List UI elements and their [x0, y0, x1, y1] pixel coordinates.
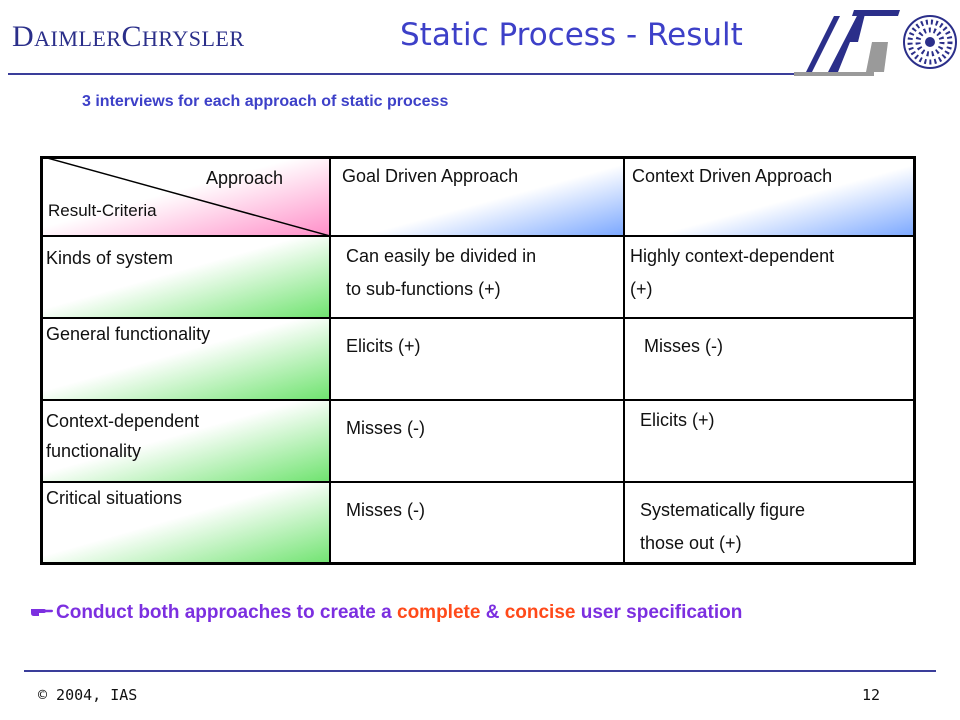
- ias-logo-top-bar: [852, 10, 900, 16]
- conclusion-emphasis-concise: concise: [504, 602, 576, 623]
- logo-text-aimler: AIMLER: [34, 26, 122, 51]
- cell-critical-context: Systematically figure those out (+): [624, 482, 916, 565]
- table-divider-vertical: [329, 156, 331, 565]
- ias-logo-dots-middle: [915, 27, 945, 57]
- cell-text-line: Systematically figure: [640, 500, 806, 520]
- row-label-critical-situations: Critical situations: [40, 482, 330, 565]
- page-title: Static Process - Result: [400, 17, 743, 53]
- ias-logo: [794, 10, 957, 76]
- cell-kinds-goal: Can easily be divided in to sub-function…: [330, 236, 624, 318]
- ias-logo-dots-center: [925, 37, 935, 47]
- table-outer-border: [40, 156, 916, 565]
- cell-kinds-context: Highly context-dependent (+): [624, 236, 916, 318]
- cell-context-dependent-context: Elicits (+): [624, 400, 916, 482]
- column-header-context-label: Context Driven Approach: [632, 166, 833, 186]
- header-divider: [8, 73, 828, 75]
- table-divider-horizontal: [40, 317, 916, 319]
- column-header-context: Context Driven Approach: [624, 156, 916, 236]
- table-divider-vertical: [623, 156, 625, 565]
- conclusion-part-before: Conduct both approaches to create a: [56, 602, 397, 623]
- conclusion-part-after: user specification: [575, 602, 743, 623]
- ias-logo-stroke-a: [828, 10, 866, 72]
- daimlerchrysler-logo: DAIMLERCHRYSLER: [12, 22, 245, 52]
- corner-criteria-label: Result-Criteria: [48, 201, 157, 220]
- cell-context-dependent-goal: Misses (-): [330, 400, 624, 482]
- ias-logo-stroke-i: [806, 16, 840, 72]
- ias-logo-leg-gray: [866, 42, 888, 72]
- row-label-text: Critical situations: [46, 488, 183, 508]
- cell-text-line: (+): [630, 279, 653, 299]
- cell-text-line: Misses (-): [346, 500, 425, 520]
- logo-letter-d: D: [12, 20, 35, 53]
- cell-text-line: Elicits (+): [640, 410, 715, 430]
- cell-text-line: Misses (-): [644, 336, 723, 356]
- row-label-text: General functionality: [46, 324, 211, 344]
- ias-logo-base-gray: [794, 72, 874, 76]
- column-header-goal-label: Goal Driven Approach: [342, 166, 519, 186]
- footer-page-number: 12: [862, 686, 881, 704]
- conclusion-text: Conduct both approaches to create a comp…: [30, 602, 742, 624]
- corner-diagonal-line: [40, 156, 330, 236]
- row-label-kinds-of-system: Kinds of system: [40, 236, 330, 318]
- cell-text-line: to sub-functions (+): [346, 279, 501, 299]
- row-label-text: functionality: [46, 441, 142, 461]
- logo-text-hrysler: HRYSLER: [142, 26, 245, 51]
- conclusion-part-mid: &: [480, 602, 505, 623]
- row-label-text: Context-dependent: [46, 411, 200, 431]
- table-divider-horizontal: [40, 481, 916, 483]
- footer-copyright: © 2004, IAS: [38, 686, 138, 704]
- logo-letter-c: C: [121, 20, 143, 53]
- cell-text-line: Can easily be divided in: [346, 246, 537, 266]
- cell-text-line: Highly context-dependent: [630, 246, 835, 266]
- cell-text-line: Misses (-): [346, 418, 425, 438]
- corner-approach-label: Approach: [206, 168, 284, 188]
- subtitle: 3 interviews for each approach of static…: [82, 93, 449, 110]
- pointing-hand-icon: [31, 609, 53, 616]
- row-label-context-dependent-functionality: Context-dependent functionality: [40, 400, 330, 482]
- cell-general-context: Misses (-): [624, 318, 916, 400]
- cell-general-goal: Elicits (+): [330, 318, 624, 400]
- cell-text-line: those out (+): [640, 533, 742, 553]
- table-divider-horizontal: [40, 235, 916, 237]
- table-divider-horizontal: [40, 399, 916, 401]
- result-table: Approach Result-Criteria Goal Driven App…: [40, 156, 916, 565]
- column-header-goal: Goal Driven Approach: [330, 156, 624, 236]
- ias-logo-dots-outer: [907, 19, 953, 65]
- conclusion-emphasis-complete: complete: [397, 602, 481, 623]
- corner-header-cell: Approach Result-Criteria: [40, 156, 330, 236]
- footer-divider: [24, 670, 936, 672]
- row-label-text: Kinds of system: [46, 248, 174, 268]
- row-label-general-functionality: General functionality: [40, 318, 330, 400]
- cell-text-line: Elicits (+): [346, 336, 421, 356]
- cell-critical-goal: Misses (-): [330, 482, 624, 565]
